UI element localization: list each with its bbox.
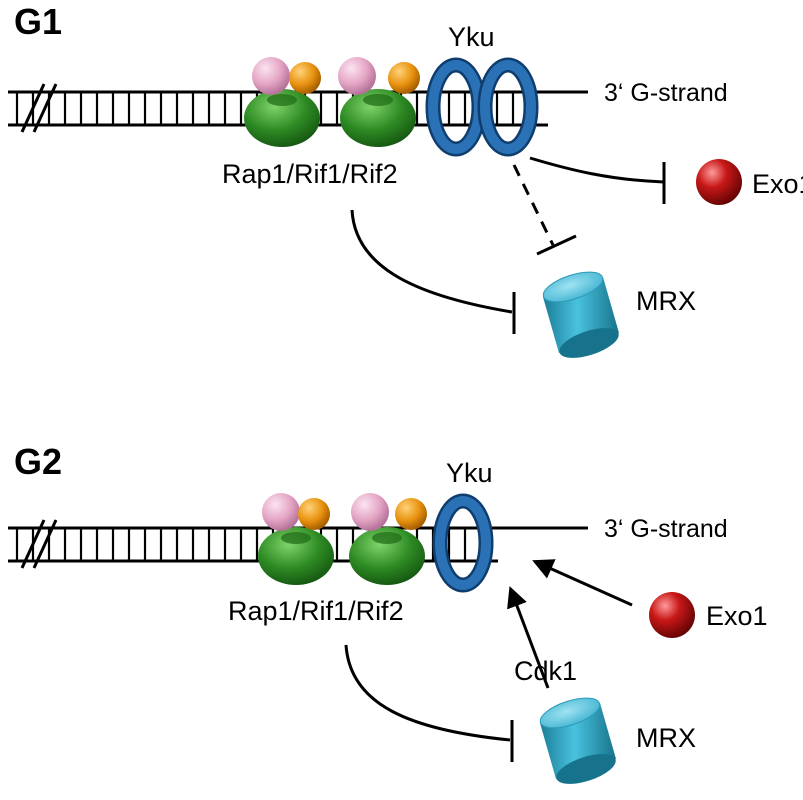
panel-label: G1 <box>14 1 62 42</box>
rif1-protein <box>262 493 300 531</box>
rap1-protein <box>340 89 416 147</box>
inhibition-bar <box>536 234 577 256</box>
rif2-protein <box>298 498 330 530</box>
break-mark <box>32 519 58 569</box>
exo1-label: Exo1 <box>706 601 768 631</box>
activation-arrow <box>532 559 633 607</box>
complex-label: Rap1/Rif1/Rif2 <box>222 159 398 189</box>
break-mark <box>20 519 46 569</box>
rif2-protein <box>289 62 321 94</box>
yku-ring <box>477 57 539 157</box>
break-mark <box>32 83 58 133</box>
rap1-protein <box>349 527 425 585</box>
yku-label: Yku <box>446 458 493 488</box>
strand-label: 3‘ G-strand <box>604 515 728 543</box>
rif2-protein <box>388 62 420 94</box>
complex-label: Rap1/Rif1/Rif2 <box>228 596 404 626</box>
yku-label: Yku <box>448 22 495 52</box>
cdk1-label: Cdk1 <box>514 656 577 686</box>
yku-ring <box>425 57 487 157</box>
exo1-protein <box>696 159 742 205</box>
inhibition-line <box>344 644 511 742</box>
rap1-protein <box>244 89 320 147</box>
rif1-protein <box>351 493 389 531</box>
rap1-protein <box>258 527 334 585</box>
exo1-protein <box>649 592 695 638</box>
rif2-protein <box>395 498 427 530</box>
panel-label: G2 <box>14 441 62 482</box>
rap1-rif-complex <box>338 57 420 147</box>
inhibition-line <box>529 156 665 184</box>
break-mark <box>20 83 46 133</box>
rap1-rif-complex <box>349 493 427 585</box>
strand-label: 3‘ G-strand <box>604 79 728 107</box>
rap1-rif-complex <box>258 493 334 585</box>
mrx-complex <box>539 697 616 784</box>
dashed-inhibition-line <box>512 164 555 246</box>
exo1-label: Exo1 <box>752 169 803 199</box>
rap1-rif-complex <box>244 57 321 147</box>
rif1-protein <box>252 57 290 95</box>
panel-g2: G2 Rap1/Rif1/Rif2 Yku 3‘ G-strand <box>8 441 768 784</box>
panel-g1: G1 Rap1/Rif1/Rif2 <box>8 1 803 358</box>
mrx-complex <box>542 271 619 358</box>
activation-arrow <box>507 586 550 689</box>
inhibition-line <box>350 209 513 314</box>
mrx-label: MRX <box>636 286 696 316</box>
yku-ring <box>432 493 494 593</box>
mrx-label: MRX <box>636 723 696 753</box>
rif1-protein <box>338 57 376 95</box>
